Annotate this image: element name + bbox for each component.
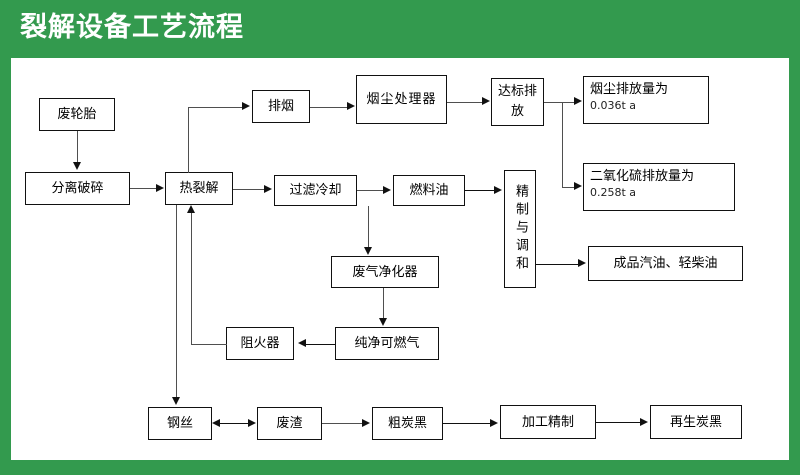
arrowhead-right-fueloil (383, 186, 391, 194)
arrowhead-right-crudecarbon (362, 419, 370, 427)
arrowhead-left-steelwire (212, 419, 220, 427)
arrowhead-right-standard (482, 97, 490, 105)
arrowhead-right-recycledcarbon (640, 418, 648, 426)
arrowhead-right-dusttreatment (347, 102, 355, 110)
node-dust-treatment[interactable]: 烟尘处理器 (356, 75, 447, 124)
node-steel-wire[interactable]: 钢丝 (148, 407, 212, 440)
page-title: 裂解设备工艺流程 (20, 12, 244, 43)
node-flue-gas-label: 排烟 (267, 99, 294, 114)
edge-fueloil-to-refine (465, 190, 495, 191)
node-so2-emission-label: 二氧化硫排放量为 (590, 169, 695, 184)
node-exhaust-purifier-label: 废气净化器 (352, 264, 418, 280)
node-fuel-oil-label: 燃料油 (409, 183, 449, 198)
arrowhead-up-cracking (187, 205, 195, 213)
arrowhead-down-cleangas (379, 318, 387, 326)
node-waste-tire[interactable]: 废轮胎 (39, 98, 115, 131)
arrowhead-right-filter (264, 185, 272, 193)
edge-separation-to-cracking (130, 188, 156, 189)
edge-cracking-up (188, 107, 189, 173)
edge-fluegas-to-dusttreatment (310, 107, 348, 108)
node-thermal-cracking-label: 热裂解 (179, 181, 219, 196)
title-bar: 裂解设备工艺流程 (0, 0, 800, 57)
node-clean-gas[interactable]: 纯净可燃气 (335, 327, 439, 360)
node-recycled-carbon-black[interactable]: 再生炭黑 (650, 405, 742, 439)
node-dust-emission[interactable]: 烟尘排放量为 0.036t a (583, 76, 709, 124)
flowchart-canvas: 废轮胎 分离破碎 热裂解 排烟 烟尘处理器 达标排放 烟尘排放量为 0.036t… (11, 58, 789, 460)
node-finished-oil[interactable]: 成品汽油、轻柴油 (588, 246, 743, 281)
edge-refine-to-finishedoil (536, 264, 579, 265)
edge-waste-tire-to-separation (77, 131, 78, 163)
edge-standard-to-dustemission (544, 102, 575, 103)
node-steel-wire-label: 钢丝 (166, 416, 193, 431)
node-flue-gas[interactable]: 排烟 (252, 90, 310, 123)
node-standard-emission[interactable]: 达标排放 (491, 78, 544, 126)
node-processing-refining-label: 加工精制 (521, 414, 574, 430)
node-filter-cooling-label: 过滤冷却 (289, 183, 342, 198)
arrowhead-right-so2 (574, 182, 582, 190)
edge-cleangas-to-arrester (306, 344, 335, 345)
node-thermal-cracking[interactable]: 热裂解 (165, 172, 233, 205)
arrowhead-right-finishedoil (578, 259, 586, 267)
arrowhead-right-wasteresidue (248, 419, 256, 427)
node-separation-crushing-label: 分离破碎 (51, 181, 104, 196)
node-flame-arrester-label: 阻火器 (240, 336, 280, 351)
node-crude-carbon-black-label: 粗炭黑 (387, 416, 427, 431)
node-exhaust-purifier[interactable]: 废气净化器 (331, 256, 439, 288)
arrowhead-right-cracking (156, 184, 164, 192)
node-waste-residue[interactable]: 废渣 (257, 407, 322, 440)
arrowhead-down-purifier (364, 247, 372, 255)
node-dust-emission-label: 烟尘排放量为 (590, 82, 669, 97)
node-waste-tire-label: 废轮胎 (57, 107, 97, 122)
edge-wasteresidue-to-crudecarbon (322, 423, 363, 424)
edge-cracking-to-steelwire (176, 205, 177, 398)
arrowhead-right-processing (490, 419, 498, 427)
edge-filter-to-purifier (368, 206, 369, 248)
node-dust-emission-value: 0.036t a (590, 99, 637, 112)
edge-cracking-to-filter (233, 189, 265, 190)
node-processing-refining[interactable]: 加工精制 (500, 405, 596, 439)
edge-filter-to-fueloil (357, 190, 384, 191)
edge-standard-branch-down (562, 102, 563, 187)
arrowhead-right-refine (494, 186, 502, 194)
arrowhead-right-dustemission (574, 97, 582, 105)
edge-processing-to-recycledcarbon (596, 422, 641, 423)
edge-dusttreatment-to-standard (447, 102, 483, 103)
node-waste-residue-label: 废渣 (276, 416, 303, 431)
node-flame-arrester[interactable]: 阻火器 (226, 327, 294, 360)
node-filter-cooling[interactable]: 过滤冷却 (274, 175, 357, 206)
arrowhead-right-fluegas (242, 102, 250, 110)
node-crude-carbon-black[interactable]: 粗炭黑 (372, 407, 443, 440)
node-recycled-carbon-black-label: 再生炭黑 (669, 414, 722, 430)
node-finished-oil-label: 成品汽油、轻柴油 (613, 256, 718, 271)
node-dust-treatment-label: 烟尘处理器 (366, 92, 437, 107)
edge-arrester-up-to-cracking (191, 213, 192, 345)
node-clean-gas-label: 纯净可燃气 (354, 336, 420, 351)
arrowhead-down-steelwire (172, 397, 180, 405)
edge-crudecarbon-to-processing (443, 423, 491, 424)
arrowhead-down-separation (73, 162, 81, 170)
node-refine-blend-label: 精制与调和 (513, 184, 528, 274)
edge-standard-branch-to-so2 (562, 187, 575, 188)
arrowhead-left-arrester (298, 339, 306, 347)
edge-arrester-left (191, 344, 227, 345)
node-separation-crushing[interactable]: 分离破碎 (25, 172, 130, 205)
node-so2-emission[interactable]: 二氧化硫排放量为 0.258t a (583, 163, 735, 211)
edge-steelwire-waste-residue (220, 423, 250, 424)
edge-cracking-to-fluegas (188, 107, 243, 108)
edge-purifier-to-cleangas (383, 288, 384, 319)
node-standard-emission-label: 达标排放 (497, 84, 537, 119)
node-so2-emission-value: 0.258t a (590, 186, 637, 199)
node-refine-blend[interactable]: 精制与调和 (504, 170, 536, 288)
node-fuel-oil[interactable]: 燃料油 (393, 175, 465, 206)
